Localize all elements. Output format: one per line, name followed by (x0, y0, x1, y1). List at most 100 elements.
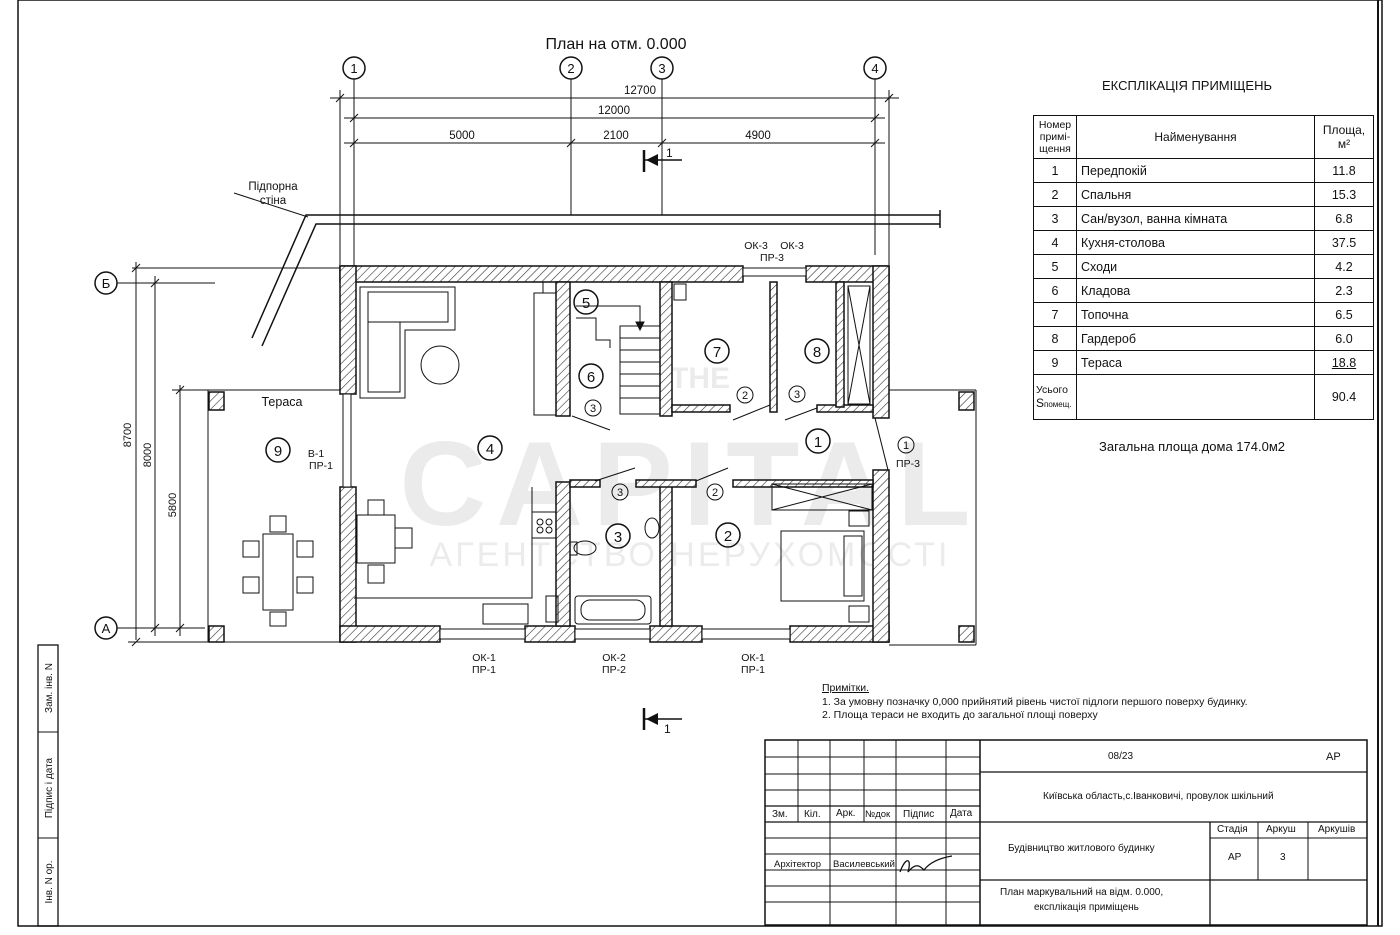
section-mark-top: 1 (642, 146, 682, 172)
room-num: 2 (1033, 182, 1077, 207)
opening-ok3-b: ОК-3 (780, 240, 804, 252)
section-mark-bottom: 1 (642, 708, 682, 736)
header-area-line2: м² (1337, 137, 1351, 151)
opening-bottom1-pr: ПР-1 (472, 664, 496, 676)
explication-table: Номер примі- щення Найменування Площа, м… (1033, 115, 1374, 420)
opening-v1: В-1 (308, 448, 325, 460)
room-area: 18.8 (1314, 350, 1374, 375)
retaining-wall (233, 192, 941, 347)
room-num: 7 (1033, 302, 1077, 327)
tb-stage-code: АР (1326, 751, 1341, 763)
room-name: Передпокій (1076, 158, 1315, 183)
header-area-line1: Площа, (1322, 123, 1366, 137)
room-1-number: 1 (814, 434, 822, 451)
room-name: Сан/вузол, ванна кімната (1076, 206, 1315, 231)
terrace-table (242, 515, 314, 627)
room-2-number: 2 (724, 528, 732, 545)
opening-bottom2-pr: ПР-2 (602, 664, 626, 676)
dim-5000: 5000 (449, 130, 475, 142)
total-label-sub: помещ. (1044, 399, 1072, 409)
tb-h-date: Дата (950, 808, 973, 819)
tb-h-zm: Зм. (772, 809, 788, 820)
total-area: 90.4 (1314, 374, 1374, 420)
tb-h-sign: Підпис (903, 809, 935, 820)
watermark-the: THE (670, 362, 730, 395)
header-number: Номер примі- щення (1033, 115, 1077, 159)
opening-bottom1-ok: ОК-1 (472, 652, 496, 664)
tb-sheet: 3 (1280, 852, 1286, 863)
room-9-number: 9 (274, 443, 282, 460)
dim-12000: 12000 (598, 105, 630, 117)
room-name: Гардероб (1076, 326, 1315, 351)
side-stamp-1: Зам. інв. N (44, 663, 55, 713)
axis-a: А (102, 621, 111, 636)
bathroom-fixtures (545, 517, 660, 625)
note-2: 2. Площа тераси не входить до загальної … (822, 709, 1098, 721)
tb-sheets-h: Аркушів (1318, 824, 1356, 835)
header-number-line2: примі- (1039, 131, 1071, 143)
door-mark-2b: 2 (712, 487, 718, 499)
tb-h-doc: №док (865, 809, 891, 820)
axis-4: 4 (871, 61, 878, 76)
room-area: 4.2 (1314, 254, 1374, 279)
interior-walls (555, 281, 874, 627)
tb-h-kil: Кіл. (804, 809, 821, 820)
room-area: 37.5 (1314, 230, 1374, 255)
house-total-area: Загальна площа дома 174.0м2 (1099, 439, 1285, 454)
room-4-number: 4 (486, 441, 494, 458)
axis-2: 2 (567, 61, 574, 76)
wardrobe-shelves (847, 285, 871, 405)
room-num: 3 (1033, 206, 1077, 231)
explication-title: ЕКСПЛІКАЦІЯ ПРИМІЩЕНЬ (1102, 78, 1273, 93)
retaining-wall-label-2: стіна (260, 195, 287, 207)
header-area: Площа, м² (1314, 115, 1374, 159)
section-bottom-label: 1 (664, 722, 671, 736)
terrace-label: Тераса (262, 395, 303, 409)
staircase (576, 305, 661, 415)
room-name: Тераса (1076, 350, 1315, 375)
door-mark-3c: 3 (617, 487, 623, 499)
dim-12700: 12700 (624, 85, 656, 97)
exterior-walls (339, 265, 890, 643)
explication-header-row: Номер примі- щення Найменування Площа, м… (1033, 115, 1374, 159)
room-area: 11.8 (1314, 158, 1374, 183)
room-area: 2.3 (1314, 278, 1374, 303)
room-area: 6.0 (1314, 326, 1374, 351)
header-number-line3: щення (1039, 143, 1071, 155)
watermark: THE CAPITAL АГЕНТСТВО НЕРУХОМОСТІ (399, 362, 970, 574)
total-label: Усього Sпомещ. (1033, 374, 1077, 420)
boiler (673, 283, 687, 301)
dim-5800: 5800 (167, 493, 179, 517)
room-7-number: 7 (713, 344, 721, 361)
dim-4900: 4900 (745, 130, 771, 142)
door-mark-3a: 3 (590, 403, 596, 415)
note-1: 1. За умовну позначку 0,000 прийнятий рі… (822, 695, 1248, 708)
opening-bottom3-pr: ПР-1 (741, 664, 765, 676)
tb-stage: АР (1228, 852, 1242, 863)
room-3-number: 3 (614, 529, 622, 546)
room-num: 5 (1033, 254, 1077, 279)
room-num: 8 (1033, 326, 1077, 351)
room-num: 9 (1033, 350, 1077, 375)
tb-drawing-title-2: експлікація приміщень (1034, 902, 1139, 913)
header-name: Найменування (1076, 115, 1315, 159)
room-num: 1 (1033, 158, 1077, 183)
total-empty (1076, 374, 1315, 420)
dim-8000: 8000 (142, 443, 154, 467)
room-area: 15.3 (1314, 182, 1374, 207)
axis-1: 1 (350, 61, 357, 76)
axis-b: Б (102, 276, 111, 291)
explication-total-row: Усього Sпомещ. 90.4 (1033, 374, 1374, 420)
room-area: 6.8 (1314, 206, 1374, 231)
axis-3: 3 (658, 61, 665, 76)
side-stamp-3: Інв. N ор. (44, 860, 55, 903)
room-num: 6 (1033, 278, 1077, 303)
section-top-label: 1 (666, 146, 673, 160)
opening-pr3-top: ПР-3 (760, 252, 784, 264)
